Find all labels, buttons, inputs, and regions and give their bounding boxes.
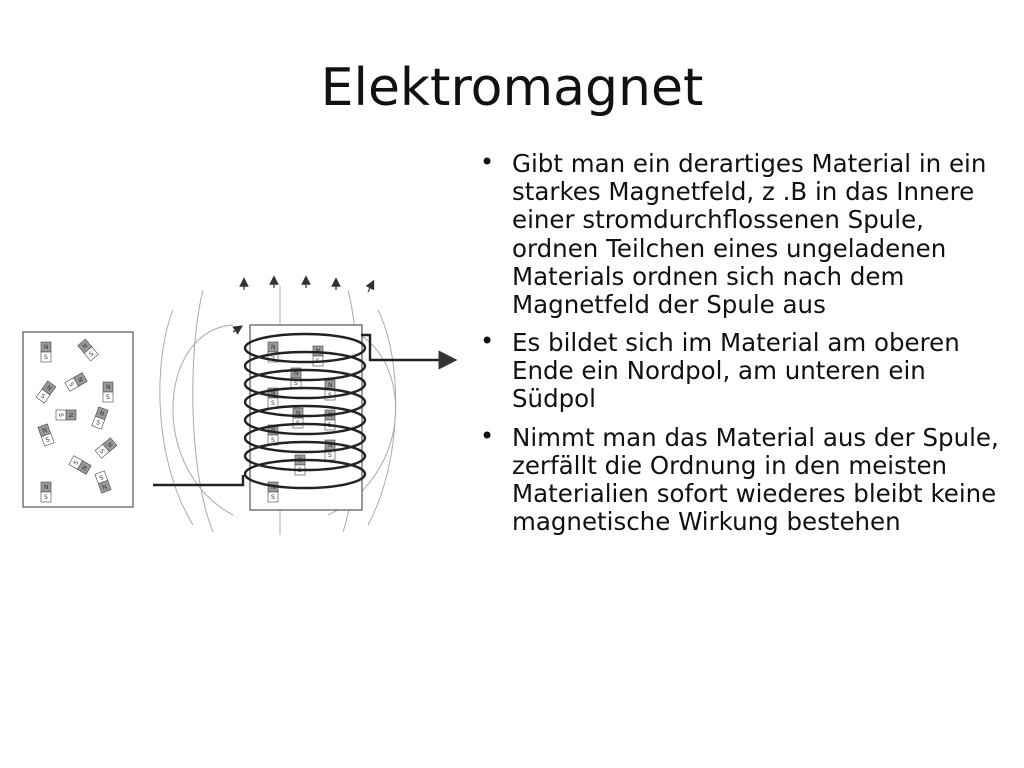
south-pole [55, 409, 67, 421]
south-label: S [98, 473, 104, 481]
north-label: N [271, 344, 276, 351]
south-pole [91, 415, 106, 430]
north-label: N [80, 464, 88, 471]
north-label: N [271, 427, 276, 434]
south-label: S [271, 354, 275, 361]
wire-lead-right [361, 333, 458, 370]
south-label: S [44, 354, 48, 361]
coil-winding [243, 386, 367, 418]
coil-winding [243, 332, 367, 364]
bar-magnet: NS [77, 338, 99, 362]
south-label: S [271, 400, 275, 407]
bullet-list: • Gibt man ein derartiges Material in ei… [470, 148, 1015, 546]
unaligned-material-box [22, 331, 134, 508]
coil-windings [243, 332, 367, 490]
south-label: S [98, 448, 106, 456]
south-label: S [328, 452, 332, 459]
north-label: N [45, 384, 53, 392]
coil-winding [243, 440, 367, 472]
bullet-icon: • [480, 148, 495, 176]
north-label: N [67, 413, 74, 418]
south-label: S [106, 394, 110, 401]
north-label: N [294, 370, 299, 377]
bullet-text: Es bildet sich im Material am oberen End… [512, 328, 960, 414]
north-label: N [296, 410, 301, 417]
south-pole [40, 432, 55, 447]
bullet-text: Nimmt man das Material aus der Spule, ze… [512, 422, 999, 537]
south-label: S [67, 381, 75, 388]
north-label: N [105, 441, 113, 449]
bar-magnet: NS [40, 341, 52, 363]
south-pole [40, 491, 52, 503]
bar-magnet: NS [64, 372, 88, 392]
north-label: N [271, 390, 276, 397]
north-label: N [328, 382, 333, 389]
bar-magnet: NS [68, 455, 92, 475]
bar-magnet: NS [102, 381, 114, 403]
south-label: S [39, 392, 46, 400]
bullet-item: • Nimmt man das Material aus der Spule, … [470, 421, 1015, 537]
north-label: N [44, 344, 49, 351]
south-pole [35, 388, 51, 404]
north-label: N [81, 342, 89, 350]
slide-title: Elektromagnet [320, 58, 704, 118]
south-pole [68, 455, 83, 470]
south-label: S [57, 413, 64, 417]
bar-magnet: NS [267, 341, 279, 363]
south-pole [267, 491, 279, 503]
bar-magnet: NS [37, 423, 55, 447]
bullet-text: Gibt man ein derartiges Material in ein … [512, 149, 987, 319]
bar-magnet: NS [267, 424, 279, 446]
south-pole [94, 443, 110, 459]
bar-magnet: NS [324, 409, 336, 431]
south-label: S [271, 494, 275, 501]
south-label: S [71, 459, 79, 466]
south-label: S [88, 350, 96, 358]
north-label: N [271, 484, 276, 491]
bar-magnet: NS [91, 406, 109, 430]
south-label: S [294, 380, 298, 387]
bar-magnet: NS [40, 481, 52, 503]
bar-magnet: NS [55, 409, 77, 421]
field-direction-arrows [232, 275, 375, 335]
south-pole [267, 351, 279, 363]
coil-winding [243, 350, 367, 382]
south-pole [64, 377, 79, 392]
coil-winding [243, 404, 367, 436]
bullet-item: • Es bildet sich im Material am oberen E… [470, 327, 1015, 414]
north-label: N [98, 410, 105, 418]
north-label: N [44, 484, 49, 491]
south-pole [94, 470, 109, 485]
bar-magnet: NS [94, 470, 112, 494]
bar-magnet: NS [35, 380, 57, 404]
south-pole [102, 391, 114, 403]
wire-lead-left [153, 475, 245, 487]
south-label: S [45, 436, 51, 444]
south-label: S [271, 437, 275, 444]
coil-winding [243, 422, 367, 454]
north-label: N [106, 384, 111, 391]
coil-winding [243, 458, 367, 490]
south-label: S [328, 392, 332, 399]
north-label: N [328, 442, 333, 449]
bullet-item: • Gibt man ein derartiges Material in ei… [470, 148, 1015, 319]
north-label: N [101, 482, 108, 490]
coil-winding [243, 368, 367, 400]
north-label: N [76, 376, 84, 383]
bullet-icon: • [480, 327, 495, 356]
bullet-icon: • [480, 421, 495, 450]
south-pole [40, 351, 52, 363]
south-pole [83, 346, 99, 362]
bar-magnet: NS [94, 437, 118, 459]
south-label: S [44, 494, 48, 501]
north-label: N [41, 427, 48, 435]
bar-magnet: NS [294, 454, 306, 476]
south-label: S [95, 419, 101, 427]
